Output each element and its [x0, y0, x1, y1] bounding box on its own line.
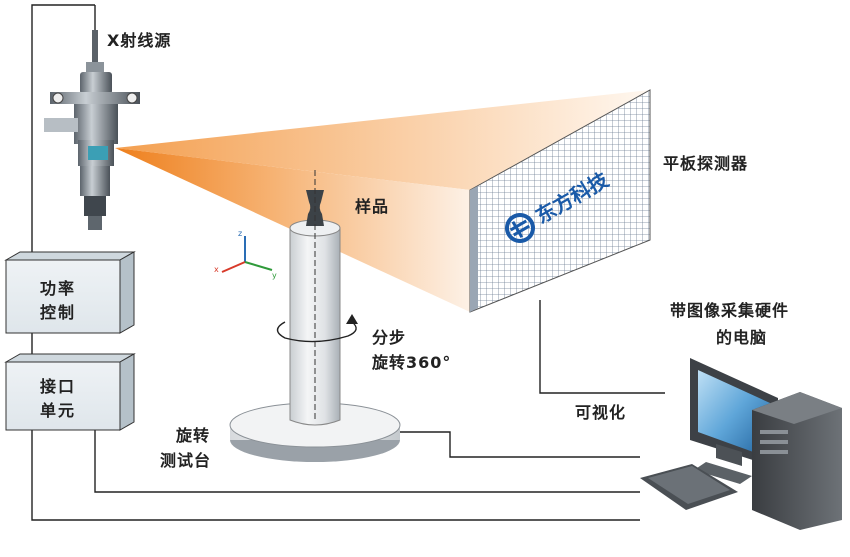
computer-label-line1: 带图像采集硬件 — [670, 301, 790, 320]
power-control-box — [4, 251, 136, 334]
visualization-label: 可视化 — [575, 403, 627, 422]
rotation-stage-label-line2: 测试台 — [160, 451, 212, 470]
axis-indicator: z x y — [214, 229, 277, 280]
xray-source-label: X射线源 — [107, 31, 172, 50]
axis-y-label: y — [272, 271, 277, 280]
wire-interface-computer — [94, 430, 640, 493]
axis-z-label: z — [238, 229, 242, 238]
xray-source-tube — [44, 30, 140, 230]
power-control-text-line2: 控制 — [40, 303, 77, 322]
computer-label-line2: 的电脑 — [716, 328, 768, 347]
step-rotation-label-line1: 分步 — [372, 328, 407, 347]
interface-unit-box — [4, 353, 136, 431]
rotation-arrow — [276, 321, 357, 343]
computer — [640, 358, 842, 530]
power-control-text-line1: 功率 — [40, 279, 77, 298]
interface-unit-text-line1: 接口 — [40, 377, 77, 396]
rotation-stage-label-line1: 旋转 — [176, 426, 211, 445]
flat-panel-detector-label: 平板探测器 — [663, 154, 749, 173]
sample-label: 样品 — [355, 197, 390, 216]
wire-detector-computer — [539, 300, 665, 394]
wire-stage-computer — [400, 431, 640, 458]
interface-unit-text-line2: 单元 — [40, 401, 77, 420]
axis-x-label: x — [214, 265, 219, 274]
flat-panel-detector: 东方科技 — [469, 89, 651, 313]
step-rotation-label-line2: 旋转360° — [372, 353, 452, 372]
rotation-stage — [229, 170, 401, 462]
